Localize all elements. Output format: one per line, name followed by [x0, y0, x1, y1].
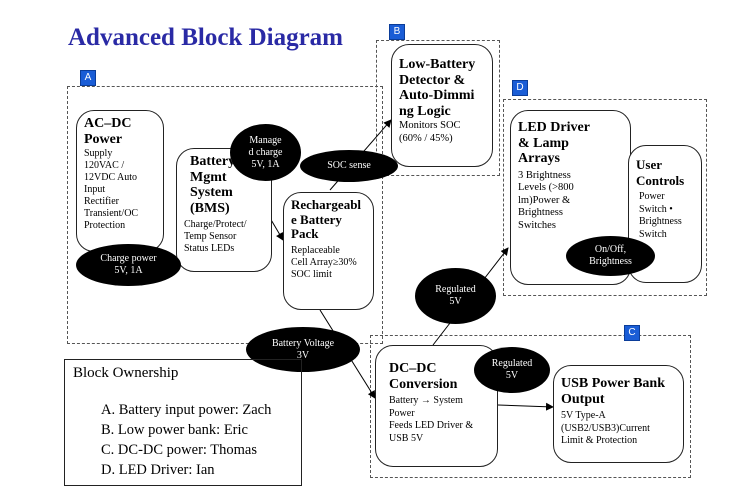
ownership-item-c: C. DC-DC power: Thomas: [101, 442, 258, 458]
group-a-tag: A: [80, 70, 96, 86]
low-battery-detector-heading: Low-Battery Detector & Auto-Dimmi ng Log…: [399, 57, 476, 119]
line-bms-to-battery: [269, 217, 284, 241]
soc-sense-label: SOC sense: [300, 150, 398, 182]
dc-dc-conversion-heading: DC–DC Conversion: [389, 361, 458, 392]
battery-pack-block: Rechargeabl e Battery Pack Replaceable C…: [283, 192, 374, 310]
group-d-boundary: [503, 99, 707, 296]
ac-dc-power-heading: AC–DC Power: [84, 116, 132, 147]
usb-power-bank-output-description: 5V Type-A (USB2/USB3)Current Limit & Pro…: [561, 410, 650, 446]
regulated-5v-usb-label: Regulated 5V: [474, 347, 550, 393]
group-b-boundary: [376, 40, 500, 176]
group-c-boundary: [370, 335, 691, 478]
battery-pack-description: Replaceable Cell Array≥30% SOC limit: [291, 244, 357, 280]
battery-voltage-label: Battery Voltage 3V: [246, 327, 360, 372]
diagram-title: Advanced Block Diagram: [68, 24, 343, 51]
line-dcdc-to-usb: [497, 402, 554, 411]
usb-power-bank-output-block: USB Power Bank Output 5V Type-A (USB2/US…: [553, 365, 684, 463]
on-off-brightness-label: On/Off, Brightness: [566, 236, 655, 276]
dc-dc-conversion-description: Battery → System Power Feeds LED Driver …: [389, 395, 474, 444]
group-b-tag: B: [389, 24, 405, 40]
low-battery-detector-block: Low-Battery Detector & Auto-Dimmi ng Log…: [391, 44, 493, 167]
group-c-tag: C: [624, 325, 640, 341]
usb-power-bank-output-heading: USB Power Bank Output: [561, 376, 665, 407]
bms-description: Charge/Protect/ Temp Sensor Status LEDs: [184, 219, 247, 254]
bms-heading: Battery Mgmt System (BMS): [190, 154, 236, 216]
led-driver-description: 3 Brightness Levels (>800 lm)Power & Bri…: [518, 169, 574, 231]
ownership-item-a: A. Battery input power: Zach: [101, 402, 272, 418]
ownership-item-b: B. Low power bank: Eric: [101, 422, 248, 438]
user-controls-heading: User Controls: [636, 157, 685, 188]
user-controls-description: Power Switch • Brightness Switch: [639, 191, 682, 240]
charge-power-label: Charge power 5V, 1A: [76, 244, 181, 286]
battery-pack-heading: Rechargeabl e Battery Pack: [291, 197, 362, 241]
group-a-boundary: [67, 86, 383, 344]
ac-dc-power-description: Supply 120VAC / 12VDC Auto Input Rectifi…: [84, 148, 139, 231]
ac-dc-power-block: AC–DC Power Supply 120VAC / 12VDC Auto I…: [76, 110, 164, 252]
group-d-tag: D: [512, 80, 528, 96]
block-ownership-legend: Block Ownership A. Battery input power: …: [64, 359, 302, 486]
low-battery-detector-description: Monitors SOC (60% / 45%): [399, 120, 461, 144]
led-driver-heading: LED Driver & Lamp Arrays: [518, 120, 590, 166]
regulated-5v-led-label: Regulated 5V: [415, 268, 496, 324]
managed-charge-label: Manage d charge 5V, 1A: [230, 124, 301, 181]
block-ownership-heading: Block Ownership: [73, 365, 179, 381]
ownership-item-d: D. LED Driver: Ian: [101, 462, 215, 478]
